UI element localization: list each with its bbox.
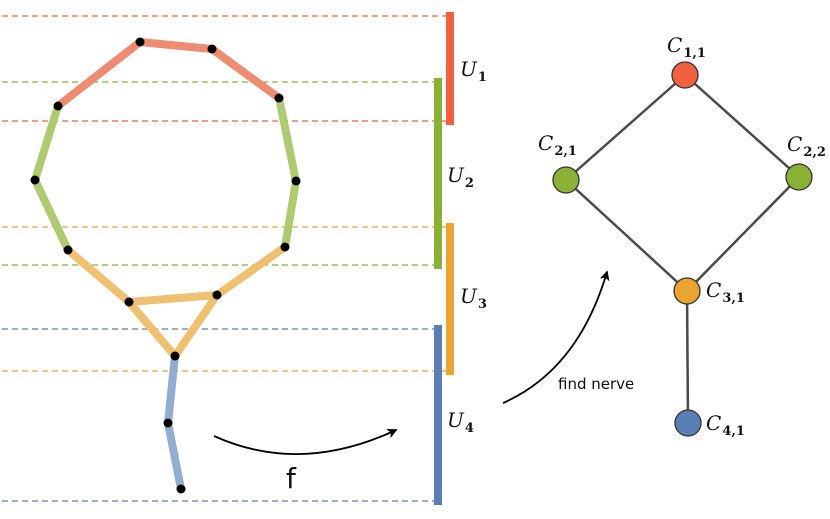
graph-edge (164, 355, 179, 424)
graph-edge (55, 38, 143, 110)
nerve-edge (686, 176, 800, 292)
nerve-labels: C1,1 C2,1 C2,2 C3,1 C4,1 (538, 33, 826, 439)
graph-point (280, 242, 290, 252)
point-cloud-graph (30, 37, 301, 494)
graph-point (212, 290, 222, 300)
nerve-node-c22 (785, 163, 813, 191)
interval-labels: U1 U2 U3 U4 (447, 57, 487, 436)
nerve-node-c21 (552, 166, 580, 194)
graph-point (63, 245, 73, 255)
graph-point (53, 101, 63, 111)
nerve-edge (565, 74, 686, 181)
graph-edge (164, 422, 185, 490)
graph-edge (31, 104, 62, 182)
nerve-label-c31: C3,1 (706, 278, 745, 306)
nerve-node-c41 (674, 409, 702, 437)
nerve-label-c22: C2,2 (787, 132, 826, 160)
graph-point (291, 176, 301, 186)
nerve-label-c41: C4,1 (706, 411, 745, 439)
interval-label-4: U4 (447, 408, 474, 436)
find-nerve-arrow (502, 270, 610, 404)
graph-edge (139, 38, 213, 53)
nerve-node-c31 (673, 277, 701, 305)
cover-boundaries (2, 15, 450, 502)
interval-label-1: U1 (460, 57, 487, 85)
graph-point (207, 44, 217, 54)
graph-edge (275, 97, 300, 182)
nerve-edge (685, 290, 690, 424)
graph-point (170, 351, 180, 361)
graph-edge (65, 246, 132, 306)
graph-edge (125, 299, 179, 359)
graph-edge (281, 180, 300, 248)
graph-edge (31, 178, 72, 252)
graph-point (30, 175, 40, 185)
graph-point (163, 418, 173, 428)
interval-label-3: U3 (460, 284, 487, 312)
cover-interval-bars (434, 12, 454, 505)
map-label-f: f (286, 462, 297, 495)
find-nerve-label: find nerve (558, 375, 634, 393)
graph-edge (128, 291, 218, 306)
interval-label-2: U2 (447, 163, 474, 191)
map-arrow (213, 429, 398, 455)
nerve-label-c21: C2,1 (538, 131, 577, 159)
nerve-edge (684, 74, 800, 178)
graph-edge (171, 292, 221, 359)
graph-point (124, 297, 134, 307)
nerve-label-c11: C1,1 (667, 33, 706, 61)
graph-point (176, 484, 186, 494)
graph-edge (209, 45, 282, 102)
graph-edge (214, 243, 288, 299)
nerve-graph (552, 61, 813, 437)
graph-point (274, 93, 284, 103)
nerve-node-c11 (671, 61, 699, 89)
nerve-edge (565, 179, 688, 292)
graph-point (135, 37, 145, 47)
